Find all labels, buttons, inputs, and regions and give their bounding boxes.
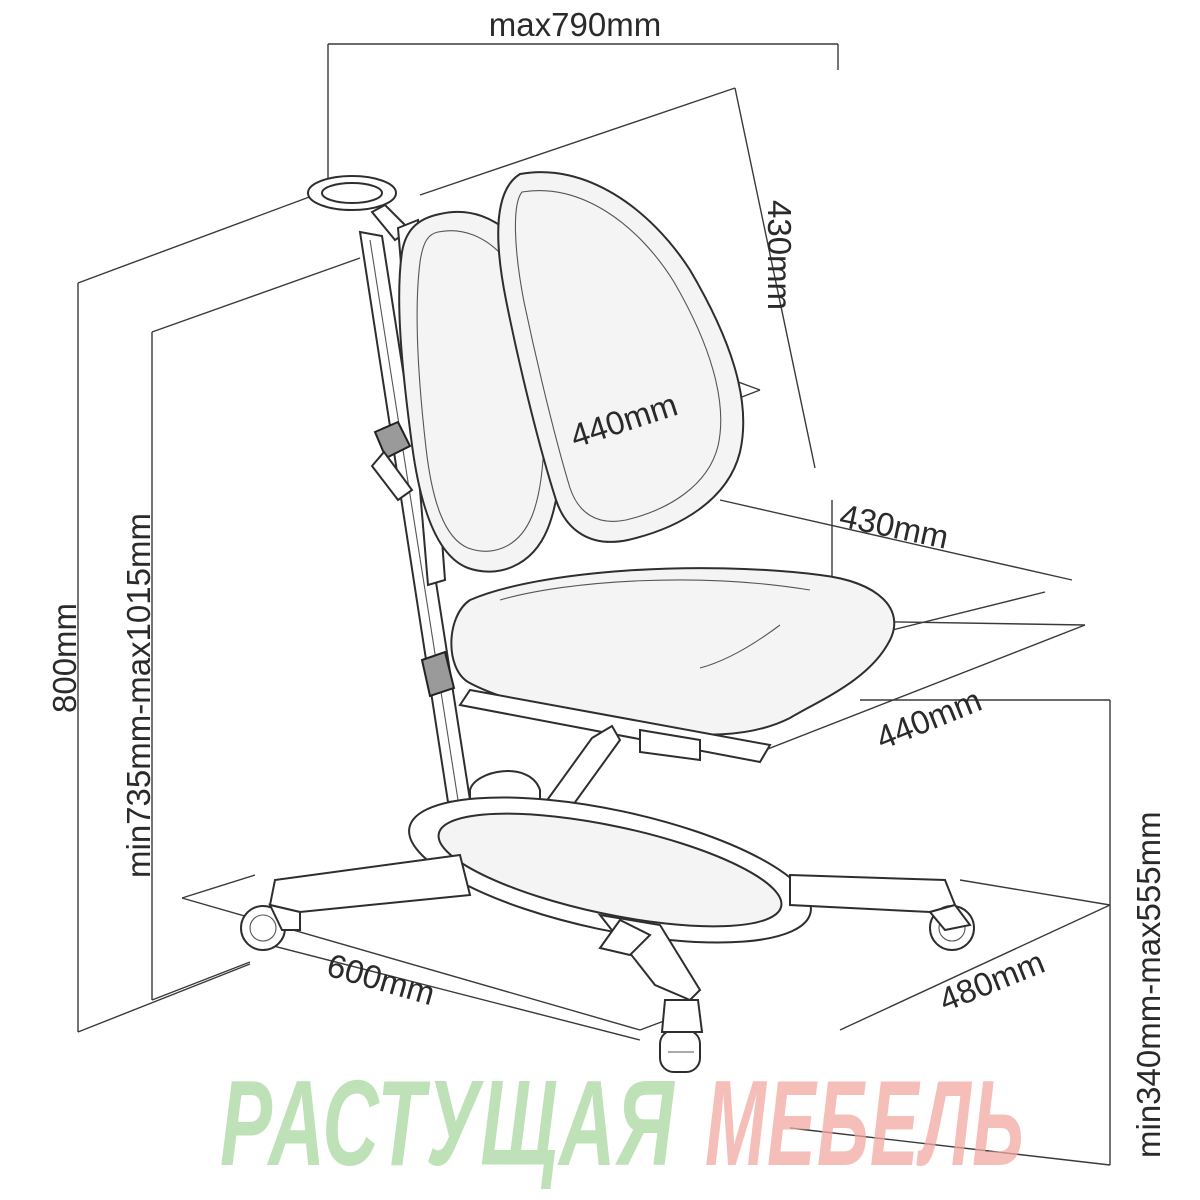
watermark-word-2: МЕБЕЛЬ [705,1055,1025,1191]
watermark: РАСТУЩАЯ МЕБЕЛЬ [220,1055,1025,1191]
wheel-left [240,903,301,951]
label-seat-height-range: min340mm-max555mm [1130,811,1167,1158]
seat-cushion [450,567,896,736]
chair-illustration [240,171,975,1073]
wheel-front [659,999,704,1073]
label-seat-depth: 430mm [837,497,952,556]
label-total-height: 800mm [46,603,83,713]
label-back-height: 430mm [761,200,798,310]
base-leg-left [268,853,472,914]
wheel-right [928,903,975,951]
label-base-width: 480mm [934,943,1050,1019]
label-height-range: min735mm-max1015mm [120,513,157,878]
label-max-width: max790mm [489,6,661,43]
back-knob [373,420,412,460]
headrest-ring [307,175,412,242]
label-seat-width: 440mm [871,681,987,757]
seat-knob [420,650,456,698]
watermark-word-1: РАСТУЩАЯ [220,1055,676,1191]
base-leg-right [789,873,957,914]
